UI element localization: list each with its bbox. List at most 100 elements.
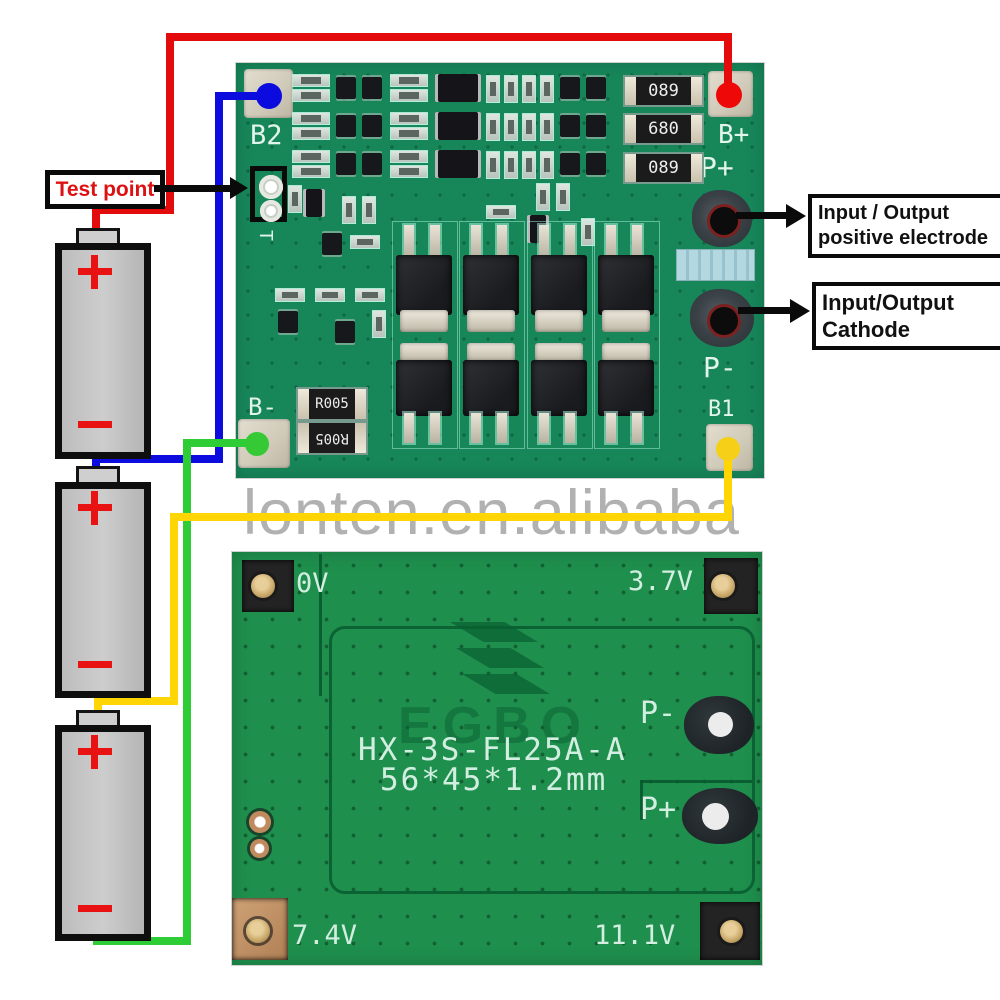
smd-part	[522, 75, 536, 103]
smd-part	[594, 221, 660, 449]
battery-1-plus-icon	[91, 255, 98, 289]
smd-part	[560, 115, 580, 137]
output-cathode-hole-core	[707, 304, 741, 338]
smd-part	[504, 75, 518, 103]
battery-3-plus-icon	[91, 735, 98, 769]
test-point-t-mark: T	[254, 230, 276, 241]
wire-yellow-segment	[94, 697, 178, 705]
smd-part	[402, 411, 416, 445]
smd-part	[350, 235, 380, 249]
board-dimensions: 56*45*1.2mm	[380, 762, 608, 798]
wire-blue-segment	[215, 92, 223, 463]
via-hole-1	[249, 811, 271, 833]
smd-part	[459, 221, 525, 449]
smd-part	[598, 255, 654, 315]
pad-p-minus-label: P-	[703, 351, 737, 384]
smd-part	[495, 411, 509, 445]
corner-hole-0v	[251, 574, 275, 598]
wire-blue-segment	[215, 92, 277, 100]
smd-part	[540, 113, 554, 141]
smd-part	[630, 223, 644, 259]
corner-hole-3v7	[711, 574, 735, 598]
smd-part	[278, 311, 298, 333]
smd-part	[486, 151, 500, 179]
via-hole-2	[250, 839, 269, 858]
smd-part	[322, 233, 342, 255]
label-3v7: 3.7V	[628, 566, 694, 597]
smd-part	[504, 151, 518, 179]
smd-part	[292, 165, 330, 178]
smd-part	[438, 150, 478, 178]
smd-part	[467, 310, 515, 332]
smd-part	[292, 112, 330, 125]
shunt-r005-2: R005	[296, 421, 368, 455]
smd-part	[486, 205, 516, 219]
resistor-089-2: 089	[623, 152, 704, 184]
test-point-arrow	[154, 185, 232, 192]
bms-board-front: B2 B+ P+ P- B1 B- T 089 680 089 R005 R00…	[236, 63, 764, 478]
smd-part	[463, 360, 519, 416]
cathode-arrow-head-icon	[790, 299, 810, 323]
smd-part	[522, 151, 536, 179]
smd-part	[372, 310, 386, 338]
test-point-arrow-head-icon	[230, 177, 248, 199]
wire-red-segment	[92, 206, 100, 234]
shunt-r005-1: R005	[296, 387, 368, 421]
smd-part	[535, 343, 583, 361]
smd-part	[537, 223, 551, 259]
smd-part	[390, 165, 428, 178]
pcb-trace-outline	[329, 626, 755, 894]
smd-part	[292, 150, 330, 163]
wire-red-segment	[724, 33, 732, 95]
pad-b-minus-label: B-	[248, 393, 277, 421]
smd-part	[292, 89, 330, 102]
smd-part	[463, 255, 519, 315]
pad-b2-label: B2	[250, 120, 283, 151]
pad-p-minus-core	[708, 712, 733, 737]
smd-part	[537, 411, 551, 445]
smd-part	[336, 77, 356, 99]
smd-part	[586, 153, 606, 175]
smd-part	[630, 411, 644, 445]
smd-part	[362, 115, 382, 137]
smd-part	[306, 189, 322, 217]
smd-part	[390, 112, 428, 125]
smd-part	[469, 223, 483, 259]
smd-part	[486, 113, 500, 141]
battery-3-minus-icon	[78, 905, 112, 912]
resistor-680: 680	[623, 113, 704, 145]
smd-part	[563, 223, 577, 259]
pcb-trace	[640, 780, 643, 820]
smd-part	[586, 115, 606, 137]
smd-part	[336, 115, 356, 137]
smd-part	[362, 77, 382, 99]
smd-part	[560, 77, 580, 99]
smd-part	[400, 343, 448, 361]
smd-part	[342, 196, 356, 224]
smd-part	[563, 411, 577, 445]
smd-part	[598, 360, 654, 416]
smd-part	[396, 360, 452, 416]
smd-part	[292, 127, 330, 140]
smd-part	[531, 360, 587, 416]
smd-part	[531, 255, 587, 315]
smd-part	[604, 411, 618, 445]
terminal-dot-b-minus	[245, 432, 269, 456]
smd-part	[400, 310, 448, 332]
smd-part	[536, 183, 550, 211]
terminal-dot-b-plus	[716, 82, 742, 108]
bms-board-back: 0V 3.7V 7.4V 11.1V P- P+ EGBO HX-3S-FL25…	[232, 552, 762, 965]
wire-yellow-segment	[170, 513, 732, 521]
smd-part	[560, 153, 580, 175]
label-0v: 0V	[296, 568, 329, 599]
wire-yellow-segment	[170, 513, 178, 705]
smd-part	[315, 288, 345, 302]
smd-part	[602, 310, 650, 332]
label-7v4: 7.4V	[292, 920, 358, 951]
callout-positive: Input / Output positive electrode	[808, 194, 1000, 258]
smd-part	[362, 196, 376, 224]
battery-1	[55, 243, 151, 459]
smd-part	[469, 411, 483, 445]
resistor-089-1: 089	[623, 75, 704, 107]
